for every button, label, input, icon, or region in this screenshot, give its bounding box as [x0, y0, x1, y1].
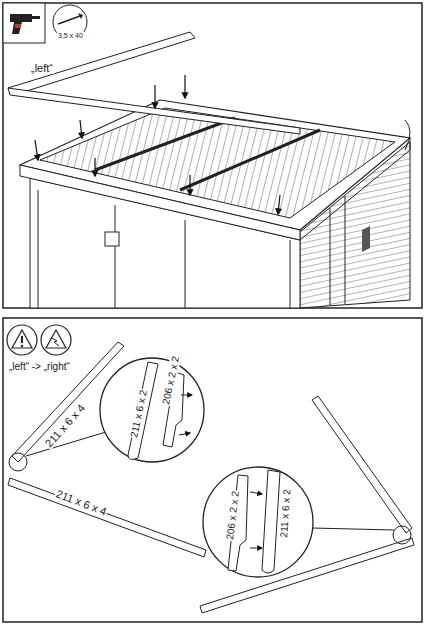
drawing-stroke: [105, 232, 119, 246]
drawing-stroke: [7, 325, 71, 355]
drawing-stroke: [94, 158, 95, 176]
drawing-stroke: [52, 338, 59, 346]
drawing-stroke: [35, 140, 38, 160]
drawing-stroke: [9, 453, 27, 471]
drawing-stroke: [20, 165, 300, 240]
drawing-stroke: [262, 470, 280, 573]
drawing-stroke: [3, 318, 422, 622]
direction-note: „left“ -> „right“: [8, 361, 71, 372]
drawing-stroke: [250, 492, 262, 494]
drawing-stroke: [189, 175, 190, 195]
drawing-stroke: [3, 3, 422, 308]
drawing-stroke: [278, 195, 280, 214]
screw-size: 3,5 x 40: [57, 32, 84, 40]
drawing-stroke: [32, 16, 40, 19]
drawing-stroke: [10, 14, 32, 34]
drawing-stroke: [46, 330, 66, 348]
drawing-stroke: [393, 526, 411, 544]
drawing-stroke: [15, 24, 21, 28]
drawing-stroke: [21, 336, 23, 343]
drawing-stroke: [128, 362, 158, 459]
drawing-stroke: [362, 226, 370, 252]
drawing-stroke: [80, 120, 82, 138]
drawing-stroke: [3, 3, 45, 43]
drawing-stroke: [35, 75, 280, 214]
drawing-stroke: [78, 13, 83, 19]
drawing-stroke: [41, 325, 71, 355]
drawing-stroke: [154, 85, 155, 108]
drawing-stroke: [40, 108, 395, 218]
part-side: „left“: [30, 62, 54, 74]
drawing-stroke: [8, 342, 414, 613]
drawing-stroke: [7, 325, 37, 355]
drawing-stroke: [312, 528, 394, 530]
drawing-stroke: [300, 138, 410, 240]
drawing-stroke: [330, 196, 345, 305]
drawing-stroke: [184, 75, 185, 98]
drawing-stroke: [179, 433, 190, 435]
drawing-stroke: [21, 345, 23, 347]
drawing-stroke: [312, 396, 412, 533]
drawing-stroke: [12, 330, 32, 348]
drawing-stroke: [181, 395, 192, 396]
drawing-stroke: [405, 120, 410, 150]
drawing-stroke: [250, 548, 262, 549]
drawing-stroke: [100, 358, 204, 462]
drawing-stroke: [8, 478, 206, 557]
drawing-stroke: [8, 88, 300, 134]
drawing-stroke: [58, 16, 80, 24]
drawing-stroke: [53, 5, 87, 39]
drawing-stroke: [8, 32, 195, 95]
drawing-stroke: [26, 432, 106, 456]
drawing-stroke: [203, 467, 313, 577]
